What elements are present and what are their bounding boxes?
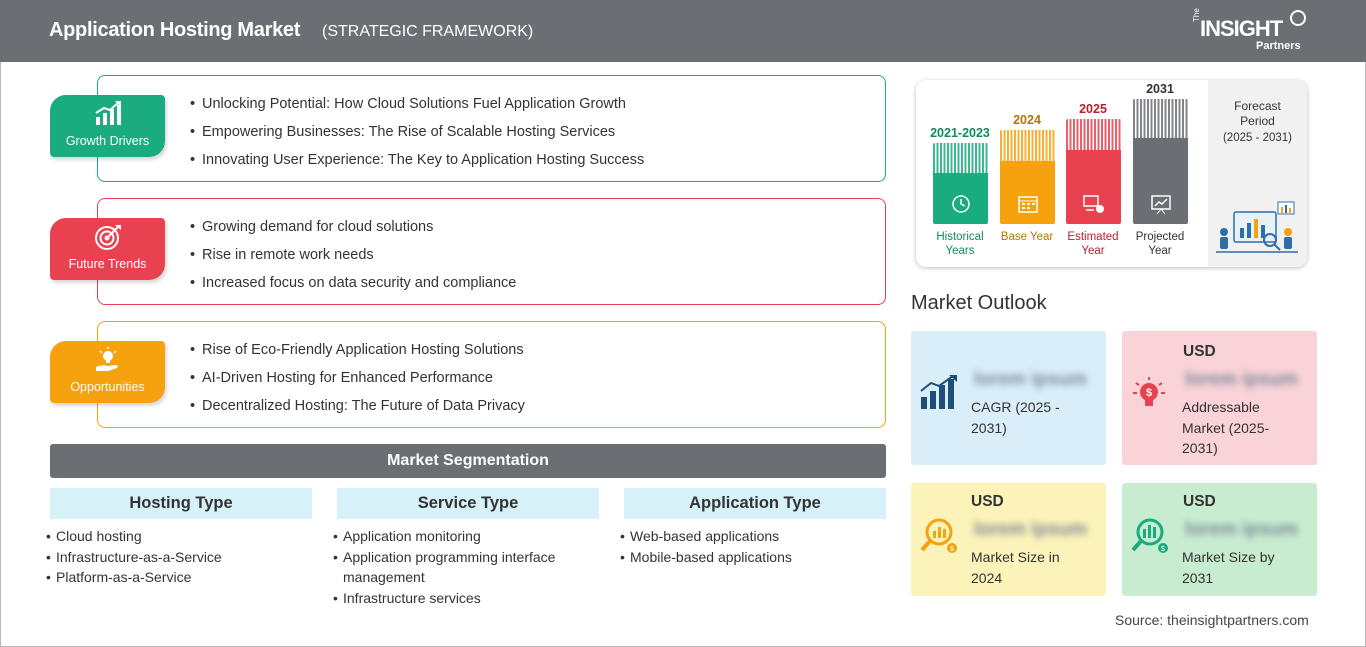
segment-list-item: Application monitoring bbox=[333, 526, 573, 547]
timeline-bar bbox=[1066, 119, 1121, 224]
timeline-label: Historical Years bbox=[936, 231, 984, 257]
segment-list-item: Infrastructure-as-a-Service bbox=[46, 547, 286, 568]
framework-badge-label: Future Trends bbox=[68, 257, 147, 271]
page-subtitle: (STRATEGIC FRAMEWORK) bbox=[322, 23, 534, 40]
magnifier-chart-icon: $ bbox=[919, 517, 959, 560]
segment-list-item: Infrastructure services bbox=[333, 588, 573, 609]
segment-list-item: Cloud hosting bbox=[46, 526, 286, 547]
framework-list-item: Decentralized Hosting: The Future of Dat… bbox=[190, 396, 525, 424]
svg-text:$: $ bbox=[950, 546, 954, 553]
logo-insight: INSIGHT bbox=[1200, 16, 1283, 41]
outlook-description: Market Size in 2024 bbox=[971, 549, 1060, 586]
page-title: Application Hosting Market bbox=[49, 19, 301, 41]
analyst-dashboard-icon bbox=[1216, 201, 1298, 253]
timeline-bar bbox=[933, 143, 988, 224]
framework-list-item: Unlocking Potential: How Cloud Solutions… bbox=[190, 94, 644, 122]
growth-bars-icon bbox=[919, 375, 959, 418]
insight-partners-logo[interactable]: The INSIGHT Partners bbox=[1190, 8, 1310, 54]
forecast-years: (2025 - 2031) bbox=[1222, 132, 1293, 144]
timeline-year: 2031 bbox=[1146, 82, 1174, 96]
timeline-label: Base Year bbox=[1000, 231, 1054, 243]
segment-list-item: Application programming interface manage… bbox=[333, 547, 573, 588]
outlook-value: lorem ipsum bbox=[1185, 369, 1298, 390]
timeline-year: 2024 bbox=[1013, 113, 1041, 127]
framework-badge: Opportunities bbox=[50, 341, 165, 403]
segment-list: Cloud hostingInfrastructure-as-a-Service… bbox=[46, 526, 286, 588]
outlook-currency: USD bbox=[1183, 343, 1216, 360]
framework-list-item: Growing demand for cloud solutions bbox=[190, 217, 516, 245]
segment-list: Application monitoringApplication progra… bbox=[333, 526, 573, 608]
target-icon bbox=[95, 225, 121, 250]
framework-list-item: Empowering Businesses: The Rise of Scala… bbox=[190, 122, 644, 150]
growth-chart-icon bbox=[95, 101, 121, 125]
timeline-year: 2025 bbox=[1079, 102, 1107, 116]
segment-list: Web-based applicationsMobile-based appli… bbox=[620, 526, 860, 567]
framework-list: Unlocking Potential: How Cloud Solutions… bbox=[190, 94, 644, 178]
segment-heading: Service Type bbox=[337, 488, 599, 519]
forecast-title: Forecast Period bbox=[1234, 99, 1281, 128]
logo-partners: Partners bbox=[1256, 40, 1301, 52]
outlook-description: Addressable Market (2025-2031) bbox=[1182, 399, 1270, 456]
framework-list-item: AI-Driven Hosting for Enhanced Performan… bbox=[190, 368, 525, 396]
lightbulb-hand-icon bbox=[96, 347, 118, 371]
source-note: Source: theinsightpartners.com bbox=[1115, 612, 1309, 628]
segmentation-title: Market Segmentation bbox=[50, 444, 886, 478]
timeline-year: 2021-2023 bbox=[930, 126, 990, 140]
outlook-currency: USD bbox=[1183, 493, 1216, 510]
framework-badge: Future Trends bbox=[50, 218, 165, 280]
outlook-description: CAGR (2025 - 2031) bbox=[971, 399, 1060, 436]
outlook-value: lorem ipsum bbox=[974, 519, 1087, 540]
magnifier-bars-icon: $ bbox=[1130, 517, 1170, 560]
outlook-value: lorem ipsum bbox=[1185, 519, 1298, 540]
framework-card: Growing demand for cloud solutionsRise i… bbox=[97, 198, 886, 305]
segment-list-item: Web-based applications bbox=[620, 526, 860, 547]
svg-text:$: $ bbox=[1146, 387, 1152, 399]
segment-list-item: Mobile-based applications bbox=[620, 547, 860, 568]
timeline-label: Estimated Year bbox=[1067, 231, 1119, 257]
framework-badge-label: Growth Drivers bbox=[65, 134, 150, 148]
framework-card: Unlocking Potential: How Cloud Solutions… bbox=[97, 75, 886, 182]
framework-card: Rise of Eco-Friendly Application Hosting… bbox=[97, 321, 886, 428]
market-outlook-title: Market Outlook bbox=[911, 292, 1047, 314]
svg-text:$: $ bbox=[1161, 546, 1165, 553]
segment-list-item: Platform-as-a-Service bbox=[46, 567, 286, 588]
lightbulb-dollar-icon: $ bbox=[1130, 375, 1170, 418]
framework-badge-label: Opportunities bbox=[70, 380, 145, 394]
segment-heading: Hosting Type bbox=[50, 488, 312, 519]
logo-ring-icon bbox=[1290, 10, 1306, 26]
framework-badge: Growth Drivers bbox=[50, 95, 165, 157]
segment-heading: Application Type bbox=[624, 488, 886, 519]
outlook-value: lorem ipsum bbox=[974, 369, 1087, 390]
header-bar: Application Hosting Market (STRATEGIC FR… bbox=[0, 0, 1366, 62]
framework-list-item: Rise of Eco-Friendly Application Hosting… bbox=[190, 340, 525, 368]
outlook-currency: USD bbox=[971, 493, 1004, 510]
framework-list-item: Innovating User Experience: The Key to A… bbox=[190, 150, 644, 178]
forecast-panel: Forecast Period (2025 - 2031) bbox=[1208, 80, 1307, 267]
framework-list-item: Increased focus on data security and com… bbox=[190, 273, 516, 301]
calendar-icon bbox=[1018, 196, 1038, 213]
history-icon bbox=[952, 195, 970, 213]
timeline-label: Projected Year bbox=[1135, 231, 1185, 257]
framework-list: Rise of Eco-Friendly Application Hosting… bbox=[190, 340, 525, 424]
estimate-icon bbox=[1083, 195, 1104, 213]
outlook-description: Market Size by 2031 bbox=[1182, 549, 1275, 586]
timeline-bar bbox=[1000, 130, 1055, 224]
framework-list-item: Rise in remote work needs bbox=[190, 245, 516, 273]
framework-list: Growing demand for cloud solutionsRise i… bbox=[190, 217, 516, 301]
projection-board-icon bbox=[1151, 195, 1171, 215]
timeline-bar bbox=[1133, 99, 1188, 224]
